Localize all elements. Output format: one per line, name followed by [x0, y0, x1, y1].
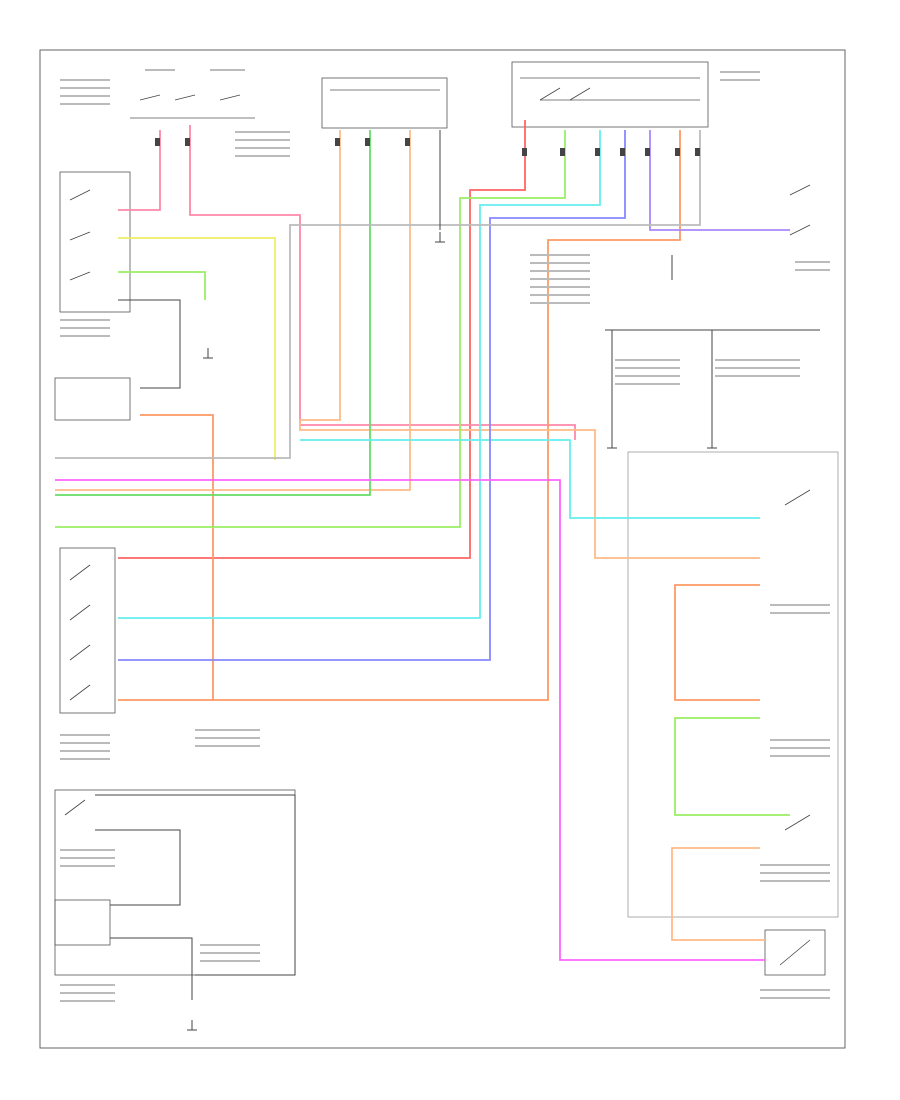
wire-orange-bottom [671, 847, 765, 941]
wire-yellow [118, 237, 276, 460]
component-box-lower-left [54, 789, 296, 976]
switch-contact-icon [779, 184, 811, 966]
wire-blue [118, 130, 626, 661]
wire-light-green-2 [118, 271, 206, 300]
wire-pink [189, 125, 576, 440]
wire-light-orange [55, 130, 411, 491]
top-components [130, 61, 709, 129]
wire-magenta [55, 479, 765, 961]
wire-orange-2 [140, 414, 214, 700]
switch-contact-icon [64, 189, 91, 816]
diagram-frame [39, 49, 846, 1049]
wire-cyan-2 [300, 439, 760, 519]
component-box-bottom-left [54, 899, 111, 946]
component-box-right-top [627, 451, 839, 918]
wire-orange [118, 130, 681, 701]
relay-block-top-right [511, 61, 709, 128]
relay-block-top-center [321, 77, 448, 129]
component-box-mid-left [59, 547, 116, 714]
wire-orange-right [674, 584, 760, 701]
wire-violet [649, 130, 790, 231]
switch-contact-icon [139, 94, 241, 101]
wires [55, 120, 790, 961]
wire-pink-2 [118, 130, 161, 211]
wire-gray [55, 130, 701, 459]
component-box-small-left [54, 377, 131, 421]
ground-icon [187, 232, 717, 1031]
component-box-upper-left [59, 171, 131, 313]
wire-green [55, 130, 371, 496]
dark-wires [95, 130, 820, 1000]
wire-cyan [118, 130, 601, 619]
connector-icon [155, 138, 700, 156]
wire-green-right [674, 717, 790, 816]
wire-red [118, 120, 526, 559]
wire-orange-3 [299, 130, 760, 559]
right-components [627, 184, 839, 976]
switch-contact-icon [539, 87, 591, 101]
text-marks [60, 69, 830, 1002]
component-box-right-bottom [764, 929, 826, 976]
left-components [54, 171, 296, 976]
wire-light-green [55, 130, 566, 528]
